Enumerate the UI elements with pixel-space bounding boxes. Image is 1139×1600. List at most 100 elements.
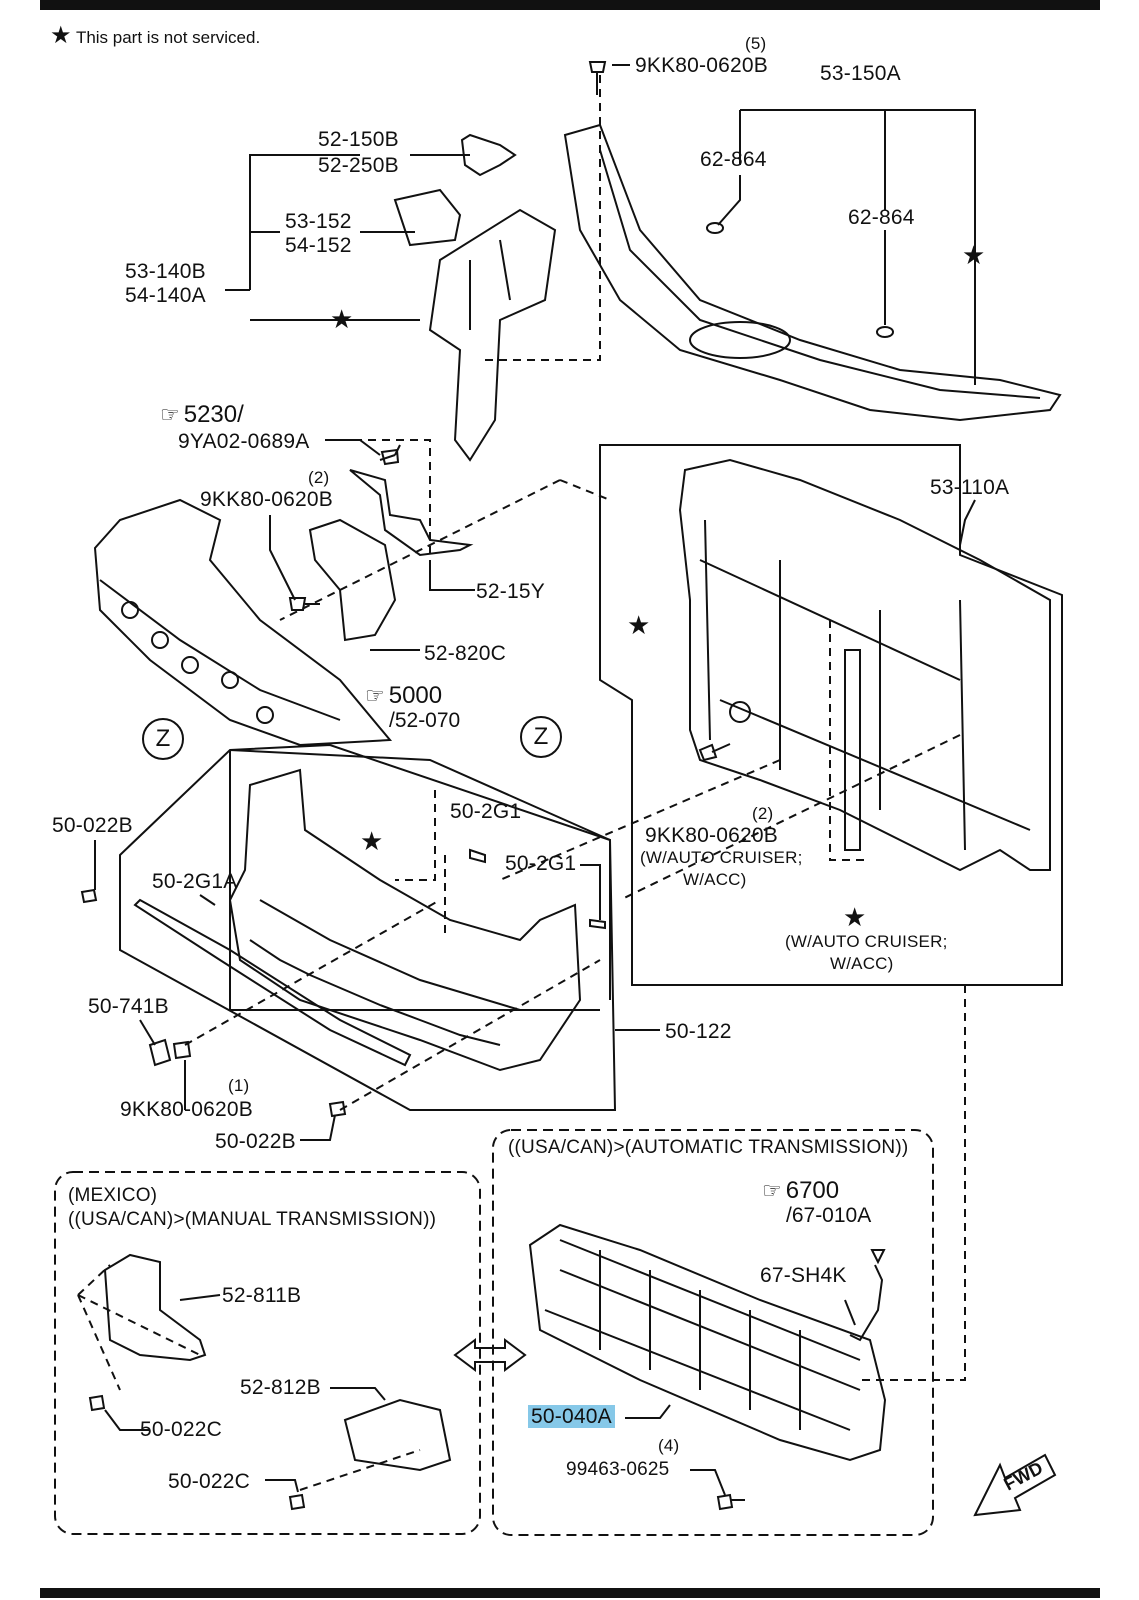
part-52-811B bbox=[103, 1253, 207, 1362]
leader-53-140B bbox=[225, 154, 420, 321]
part-50-2G1A bbox=[133, 898, 412, 1067]
part-52-820C bbox=[308, 518, 397, 642]
section-heading: ((USA/CAN)>(MANUAL TRANSMISSION)) bbox=[68, 1209, 437, 1230]
part-number-label: 50-022C bbox=[140, 1418, 222, 1441]
part-bumper-reinforcement bbox=[93, 498, 393, 747]
part-number-label: 50-741B bbox=[88, 995, 169, 1018]
part-number-label: 53-140B bbox=[125, 260, 206, 283]
ref-5230[interactable]: ☞5230/ bbox=[160, 402, 244, 428]
part-number-label: 99463-0625 bbox=[566, 1459, 670, 1480]
qty-label: (2) bbox=[308, 468, 330, 487]
bottom-border bbox=[40, 1588, 1100, 1598]
leader-67-SH4K bbox=[844, 1299, 856, 1326]
part-50-2G1-a bbox=[469, 848, 486, 864]
part-number-label: 50-2G1A bbox=[152, 870, 238, 893]
leader-50-2G1 bbox=[580, 864, 601, 920]
part-number-label: 52-250B bbox=[318, 154, 399, 177]
part-number-label: 53-152 bbox=[285, 210, 352, 233]
bolts bbox=[80, 61, 745, 1511]
part-52-812B bbox=[343, 1398, 452, 1472]
pointing-hand-icon: ☞ bbox=[160, 402, 180, 427]
part-number-label: 53-150A bbox=[820, 62, 901, 85]
condition-label: W/ACC) bbox=[830, 954, 894, 973]
leader-50-022C-a bbox=[104, 1409, 150, 1431]
part-number-label: 9KK80-0620B bbox=[200, 488, 333, 511]
top-border bbox=[40, 0, 1100, 10]
part-number-label: 53-110A bbox=[930, 476, 1010, 499]
pointing-hand-icon: ☞ bbox=[762, 1178, 782, 1203]
condition-label: W/ACC) bbox=[683, 870, 747, 889]
star-icon: ★ bbox=[627, 610, 651, 640]
condition-label: (W/AUTO CRUISER; bbox=[640, 848, 803, 867]
highlighted-part-number[interactable]: 50-040A bbox=[528, 1405, 615, 1428]
leader-52-15Y bbox=[429, 560, 475, 591]
part-number-label: 50-022B bbox=[52, 814, 133, 837]
leader-50-040A bbox=[625, 1404, 671, 1419]
part-number-label: 9YA02-0689A bbox=[178, 430, 310, 453]
leader-52-812B bbox=[330, 1387, 386, 1401]
fwd-arrow-icon bbox=[973, 1453, 1057, 1517]
qty-label: (1) bbox=[228, 1076, 250, 1095]
frame-usa-auto bbox=[492, 1129, 934, 1536]
part-sensor-bracket bbox=[844, 649, 861, 851]
part-number-label: 52-150B bbox=[318, 128, 399, 151]
zone-z-marker: Z bbox=[142, 718, 184, 760]
ref-subsection: /52-070 bbox=[389, 709, 461, 732]
leader-50-022C-b bbox=[265, 1479, 299, 1493]
part-number-label: 9KK80-0620B bbox=[120, 1098, 253, 1121]
part-number-label: 52-15Y bbox=[476, 580, 545, 603]
part-number-label: 50-022B bbox=[215, 1130, 296, 1153]
part-number-label-highlighted[interactable]: 50-040A bbox=[528, 1405, 615, 1429]
qty-label: (5) bbox=[745, 34, 767, 53]
leader-50-2G1A bbox=[199, 894, 216, 906]
part-53-140B bbox=[428, 208, 557, 462]
ref-number: 6700 bbox=[785, 1177, 840, 1204]
leader-9YA02 bbox=[325, 439, 381, 456]
pointing-hand-icon: ☞ bbox=[365, 683, 385, 708]
part-number-label: 50-122 bbox=[665, 1020, 732, 1043]
legend-note-text: This part is not serviced. bbox=[75, 28, 261, 47]
star-icon: ★ bbox=[360, 826, 384, 856]
ref-number: 5000 bbox=[388, 682, 443, 709]
star-icon: ★ bbox=[50, 22, 72, 49]
part-number-label: 54-140A bbox=[125, 284, 206, 307]
legend-note: ★ This part is not serviced. bbox=[50, 24, 261, 48]
zone-z-marker: Z bbox=[520, 716, 562, 758]
section-heading: ((USA/CAN)>(AUTOMATIC TRANSMISSION)) bbox=[508, 1137, 909, 1158]
part-52-15Y bbox=[349, 469, 474, 557]
qty-label: (2) bbox=[752, 804, 774, 823]
part-53-152 bbox=[393, 188, 462, 247]
part-number-label: 52-812B bbox=[240, 1376, 321, 1399]
leader-53-110A bbox=[959, 499, 976, 546]
qty-label: (4) bbox=[658, 1436, 680, 1455]
frame-mexico-manual bbox=[54, 1171, 481, 1535]
leader-99463 bbox=[690, 1469, 726, 1496]
leader-50-741B bbox=[139, 1019, 156, 1046]
leader-9KK80-mid bbox=[269, 515, 296, 601]
condition-label: (W/AUTO CRUISER; bbox=[785, 932, 948, 951]
leader-52-811B bbox=[179, 1294, 221, 1301]
part-number-label: 9KK80-0620B bbox=[635, 54, 768, 77]
part-number-label: 50-022C bbox=[168, 1470, 250, 1493]
ref-5000[interactable]: ☞5000 /52-070 bbox=[365, 683, 460, 733]
ref-number: 5230/ bbox=[183, 401, 244, 428]
part-number-label: 9KK80-0620B bbox=[645, 824, 778, 847]
part-number-label: 54-152 bbox=[285, 234, 352, 257]
section-heading: (MEXICO) bbox=[68, 1185, 158, 1206]
part-50-122 bbox=[228, 768, 582, 1072]
star-icon: ★ bbox=[330, 304, 354, 334]
part-53-110A bbox=[678, 458, 1051, 872]
part-number-label: 62-864 bbox=[848, 206, 915, 229]
part-53-150A bbox=[563, 123, 1062, 422]
ref-6700[interactable]: ☞6700 /67-010A bbox=[762, 1178, 871, 1228]
leader-50-022B-b bbox=[300, 1114, 336, 1141]
part-number-label: 52-820C bbox=[424, 642, 506, 665]
frame-50-122 bbox=[119, 748, 617, 1111]
ref-subsection: /67-010A bbox=[786, 1204, 872, 1227]
part-50-2G1-b bbox=[589, 918, 606, 930]
part-number-label: 50-2G1 bbox=[505, 852, 577, 875]
part-number-label: 52-811B bbox=[222, 1284, 302, 1307]
part-67-SH4K bbox=[849, 1264, 884, 1342]
part-50-741B bbox=[148, 1038, 172, 1067]
